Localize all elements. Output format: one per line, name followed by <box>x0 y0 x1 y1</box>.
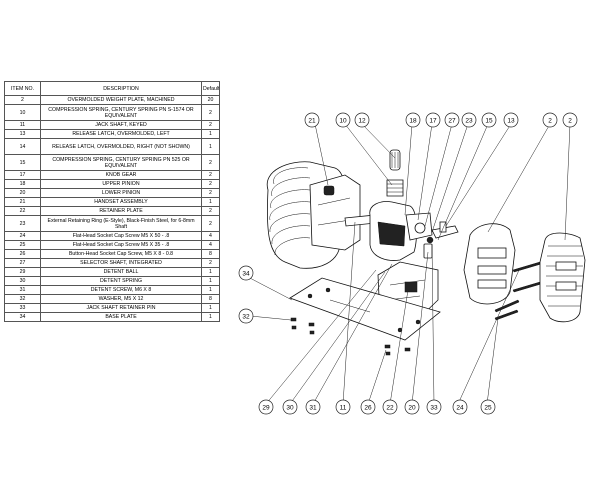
bill-of-materials-table: ITEM NO. DESCRIPTION Default/QTY. 2OVERM… <box>4 81 220 322</box>
callout-label: 34 <box>242 271 250 278</box>
long-screws <box>494 261 542 321</box>
callout-label: 15 <box>485 118 493 125</box>
callout-label: 24 <box>456 405 464 412</box>
callout-24: 24 <box>452 399 468 415</box>
callout-32: 32 <box>238 308 254 324</box>
callout-label: 17 <box>429 118 437 125</box>
bom-header-row: ITEM NO. DESCRIPTION Default/QTY. <box>4 81 220 96</box>
callout-label: 2 <box>548 118 552 125</box>
callout-17: 17 <box>425 112 441 128</box>
bom-cell-qty: 2 <box>201 104 220 121</box>
callout-label: 31 <box>309 405 317 412</box>
selector-housing <box>369 149 459 261</box>
callout-label: 2 <box>568 118 572 125</box>
callout-33: 33 <box>426 399 442 415</box>
callout-2b: 2 <box>562 112 578 128</box>
callout-label: 18 <box>409 118 417 125</box>
right-end-plate <box>463 223 516 305</box>
callout-label: 21 <box>308 118 316 125</box>
callouts: 21 10 12 18 17 27 23 15 13 2 2 34 32 29 … <box>238 112 578 415</box>
callout-label: 13 <box>507 118 515 125</box>
callout-21: 21 <box>304 112 320 128</box>
callout-23: 23 <box>461 112 477 128</box>
callout-label: 33 <box>430 405 438 412</box>
callout-10: 10 <box>335 112 351 128</box>
callout-label: 26 <box>364 405 372 412</box>
callout-label: 11 <box>340 405 347 412</box>
callout-label: 23 <box>465 118 473 125</box>
callout-15: 15 <box>481 112 497 128</box>
callout-label: 25 <box>484 405 492 412</box>
fasteners-left <box>290 317 411 356</box>
callout-31: 31 <box>305 399 321 415</box>
callout-label: 12 <box>358 118 366 125</box>
callout-label: 10 <box>339 118 347 125</box>
callout-34: 34 <box>238 265 254 281</box>
callout-label: 32 <box>242 314 250 321</box>
callout-11: 11 <box>335 399 351 415</box>
callout-18: 18 <box>405 112 421 128</box>
leader-lines <box>245 123 571 405</box>
bom-cell-qty: 1 <box>201 312 220 322</box>
callout-25: 25 <box>480 399 496 415</box>
callout-12: 12 <box>354 112 370 128</box>
callout-22: 22 <box>382 399 398 415</box>
callout-label: 30 <box>286 405 294 412</box>
callout-label: 27 <box>448 118 456 125</box>
callout-label: 20 <box>408 405 416 412</box>
callout-27: 27 <box>444 112 460 128</box>
callout-label: 29 <box>262 405 270 412</box>
callout-20: 20 <box>404 399 420 415</box>
left-weight-stack <box>266 161 361 269</box>
callout-26: 26 <box>360 399 376 415</box>
right-weight-stack <box>539 232 586 323</box>
callout-29: 29 <box>258 399 274 415</box>
callout-2a: 2 <box>542 112 558 128</box>
callout-30: 30 <box>282 399 298 415</box>
callout-label: 22 <box>386 405 394 412</box>
callout-13: 13 <box>503 112 519 128</box>
